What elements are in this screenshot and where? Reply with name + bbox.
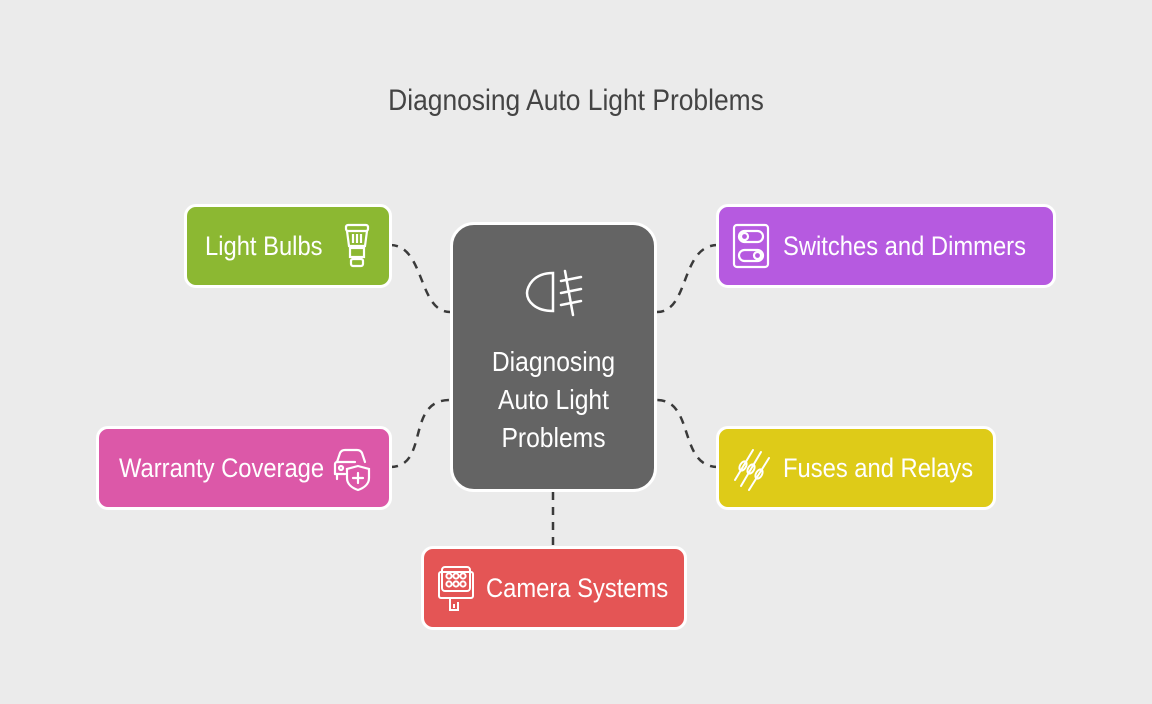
connector-light-bulbs xyxy=(389,243,451,314)
node-warranty-coverage[interactable]: Warranty Coverage xyxy=(96,426,392,510)
center-label-line-3: Problems xyxy=(501,422,606,453)
node-label: Fuses and Relays xyxy=(783,452,974,483)
node-label: Camera Systems xyxy=(486,572,669,603)
center-label-line-2: Auto Light xyxy=(498,384,609,415)
switch-panel-icon xyxy=(732,223,770,269)
center-node: Diagnosing Auto Light Problems xyxy=(450,222,657,492)
fuse-icon xyxy=(734,449,770,491)
car-shield-icon xyxy=(333,448,371,492)
node-switches-and-dimmers[interactable]: Switches and Dimmers xyxy=(716,204,1056,288)
node-camera-systems[interactable]: Camera Systems xyxy=(421,546,687,630)
light-bulb-icon xyxy=(344,223,370,268)
node-label: Light Bulbs xyxy=(205,230,323,261)
diagram-title: Diagnosing Auto Light Problems xyxy=(388,84,764,117)
node-label: Warranty Coverage xyxy=(119,452,325,483)
node-light-bulbs[interactable]: Light Bulbs xyxy=(184,204,392,288)
connector-switches xyxy=(656,243,719,314)
node-label: Switches and Dimmers xyxy=(783,230,1026,261)
camera-light-icon xyxy=(438,566,474,611)
node-fuses-and-relays[interactable]: Fuses and Relays xyxy=(716,426,996,510)
fog-light-icon xyxy=(525,269,583,317)
center-label-line-1: Diagnosing xyxy=(491,346,616,377)
connector-fuses xyxy=(656,398,719,469)
connector-warranty xyxy=(389,398,451,469)
